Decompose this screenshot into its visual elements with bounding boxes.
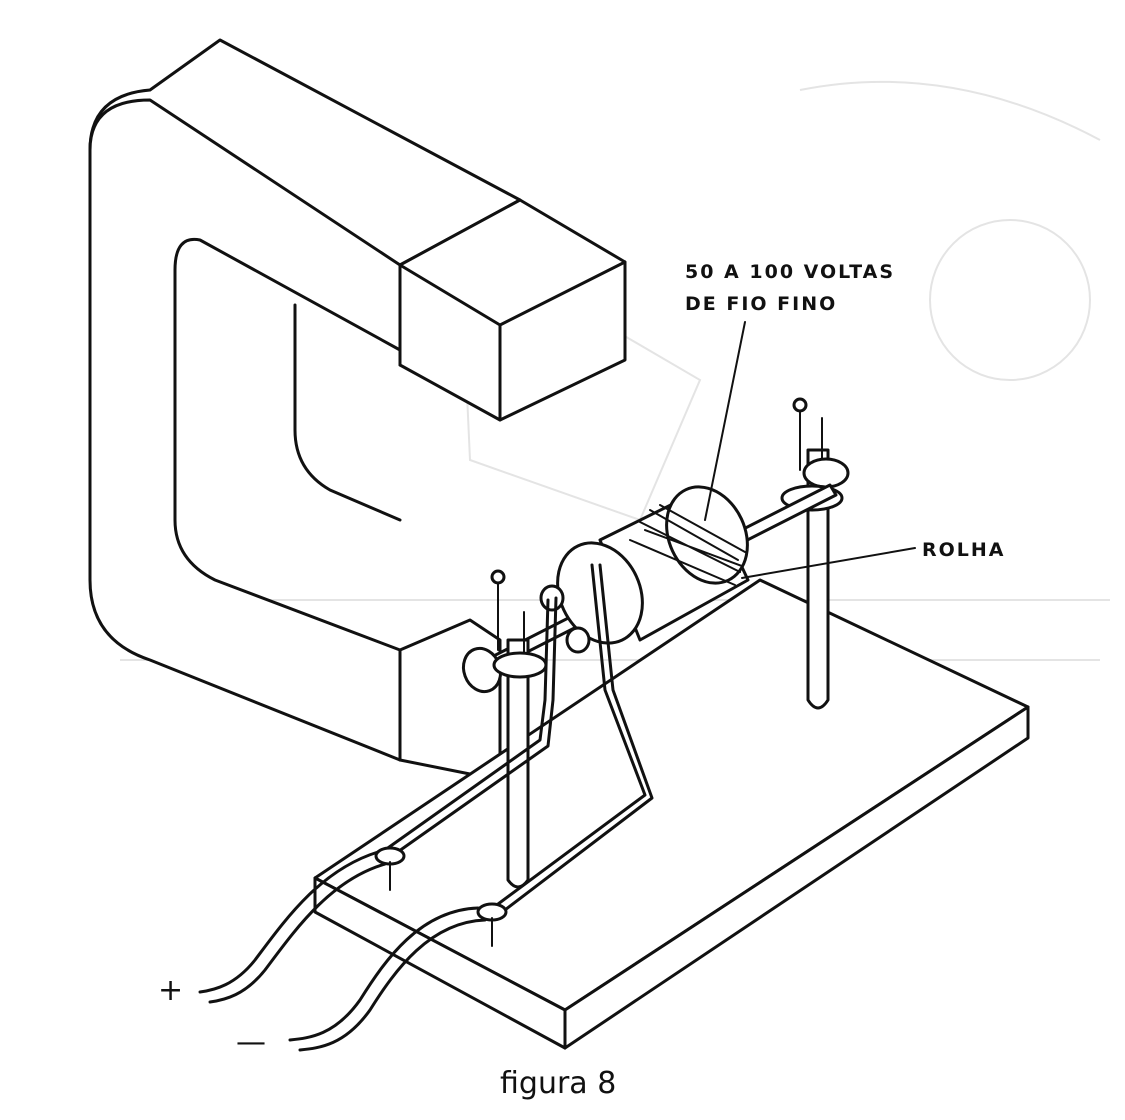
magnet-inner-edge: [293, 303, 402, 522]
plus-terminal-label: +: [158, 973, 183, 1008]
cork-coil: [556, 485, 750, 645]
base-board: [313, 578, 1030, 1050]
terminal-screws: [374, 846, 508, 947]
coil-label-line2: DE FIO FINO: [685, 293, 837, 315]
minus-terminal-label: —: [236, 1025, 266, 1060]
lead-cables: [198, 850, 487, 1052]
coil-leader-line: [704, 321, 746, 521]
magnet-lower-pole: [398, 618, 502, 782]
cork-leader-line: [741, 547, 916, 579]
coil-label-line1: 50 A 100 VOLTAS: [685, 261, 895, 283]
magnet-front-face: [88, 98, 402, 762]
magnet: [88, 38, 627, 782]
cork-label: ROLHA: [922, 539, 1006, 561]
figure-caption: figura 8: [500, 1066, 616, 1101]
brush-wires: [383, 563, 654, 918]
base-side: [563, 705, 1030, 1050]
